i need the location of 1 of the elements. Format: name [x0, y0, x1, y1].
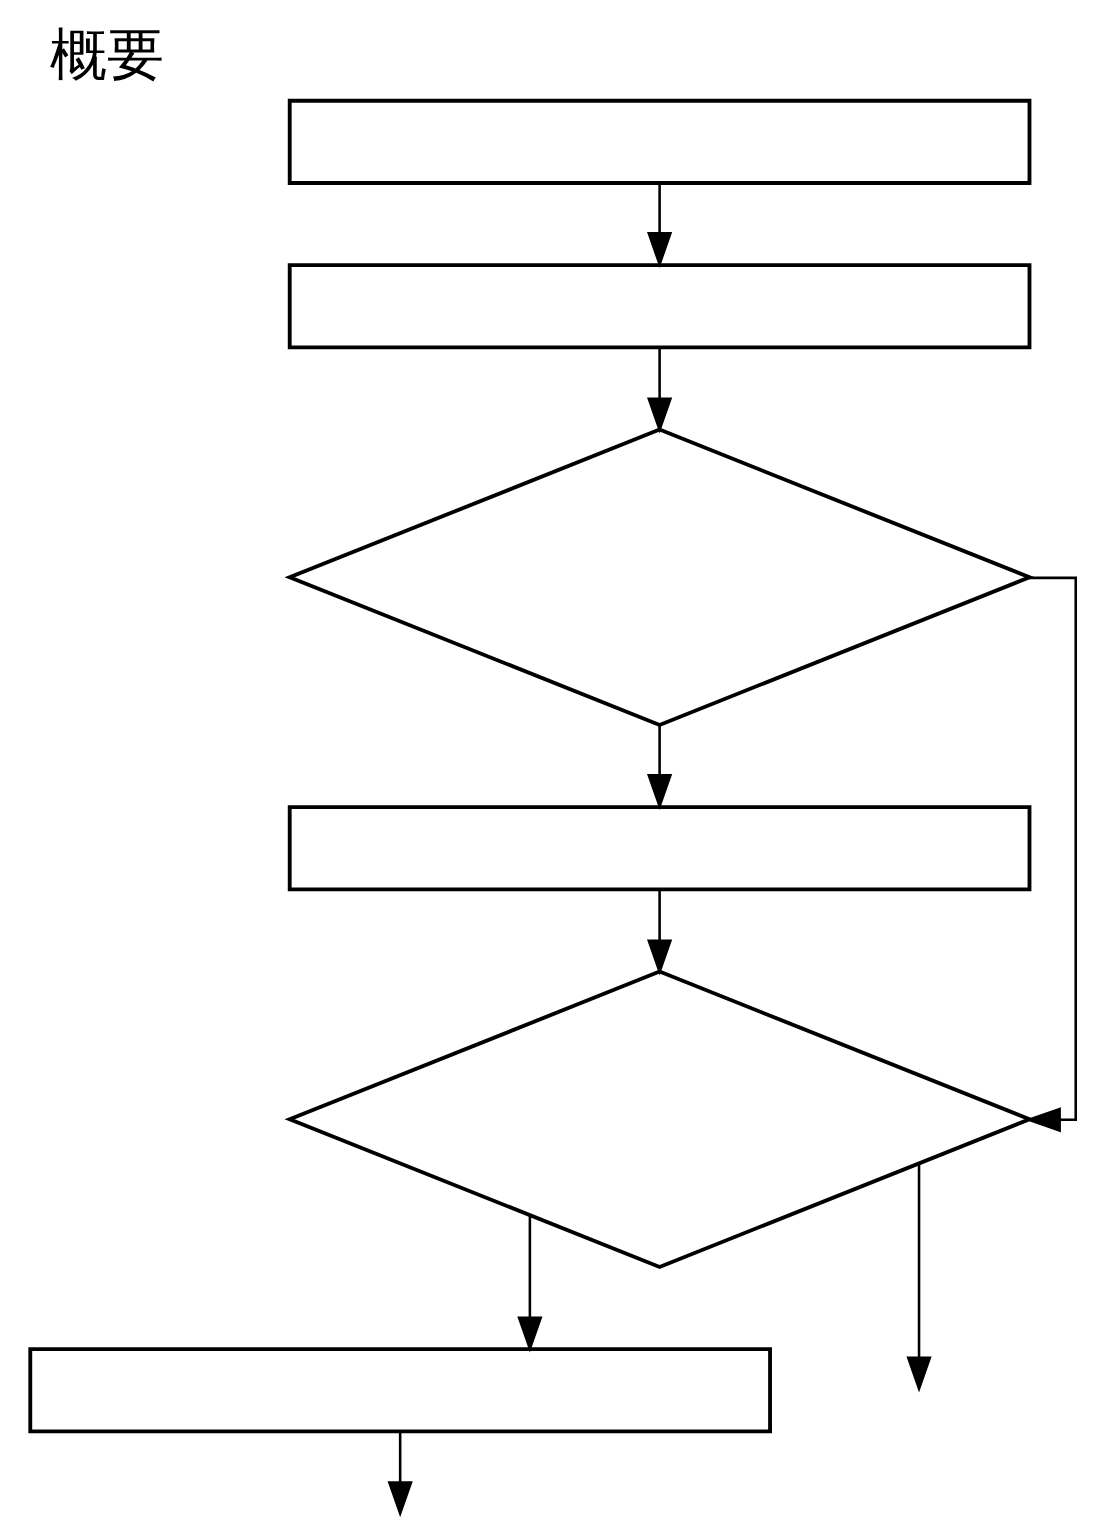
diagram-title: 概要	[50, 22, 165, 88]
